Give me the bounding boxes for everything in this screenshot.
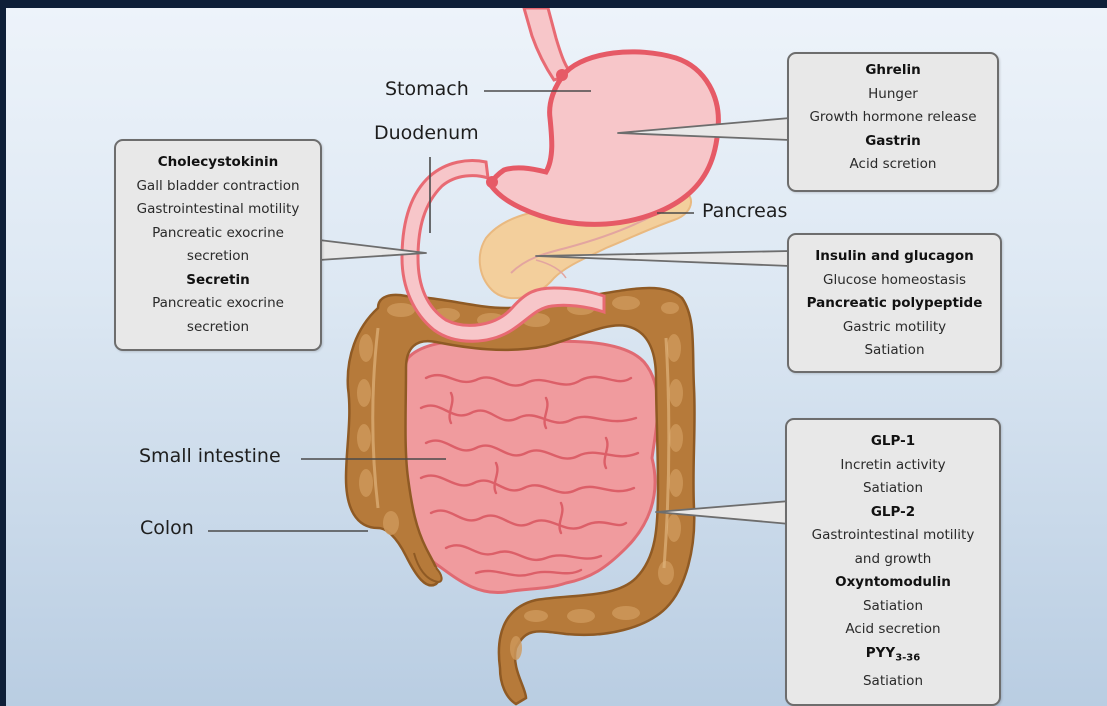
- small-intestine-shape: [399, 341, 658, 593]
- colon-label: Colon: [140, 517, 194, 539]
- colon-hormones-box: GLP-1 Incretin activity Satiation GLP-2 …: [785, 418, 1001, 706]
- effect-gi-motility: Gastrointestinal motility: [116, 198, 320, 222]
- pyy-base: PYY: [866, 645, 895, 661]
- effect-hunger: Hunger: [789, 83, 997, 107]
- pyy-subscript: 3-36: [895, 652, 920, 663]
- effect-gall-bladder-contraction: Gall bladder contraction: [116, 175, 320, 199]
- hormone-glp2: GLP-2: [787, 501, 999, 525]
- hormone-oxyntomodulin: Oxyntomodulin: [787, 571, 999, 595]
- effect-gastric-motility: Gastric motility: [789, 316, 1000, 340]
- hormone-secretin: Secretin: [116, 269, 320, 293]
- stomach-shape: [490, 52, 718, 225]
- hormone-ghrelin: Ghrelin: [789, 59, 997, 83]
- effect-satiation-glp1: Satiation: [787, 477, 999, 501]
- hormone-glp1: GLP-1: [787, 430, 999, 454]
- duodenum-label: Duodenum: [374, 122, 479, 144]
- esophagus: [524, 8, 572, 80]
- hormone-pyy: PYY3-36: [787, 642, 999, 670]
- stomach-hormones-box: Ghrelin Hunger Growth hormone release Ga…: [787, 52, 999, 192]
- effect-satiation-oxm: Satiation: [787, 595, 999, 619]
- duodenum-hormones-box: Cholecystokinin Gall bladder contraction…: [114, 139, 322, 351]
- effect-secretion-2: secretion: [116, 316, 320, 340]
- effect-pancreatic-exocrine: Pancreatic exocrine: [116, 222, 320, 246]
- effect-glucose-homeostasis: Glucose homeostasis: [789, 269, 1000, 293]
- effect-incretin-activity: Incretin activity: [787, 454, 999, 478]
- effect-gi-motility-glp2: Gastrointestinal motility: [787, 524, 999, 548]
- diagram-canvas: Stomach Duodenum Pancreas Small intestin…: [6, 8, 1107, 706]
- effect-secretion: secretion: [116, 245, 320, 269]
- hormone-gastrin: Gastrin: [789, 130, 997, 154]
- effect-pancreatic-exocrine-2: Pancreatic exocrine: [116, 292, 320, 316]
- effect-satiation: Satiation: [789, 339, 1000, 363]
- pancreas-label: Pancreas: [702, 200, 787, 222]
- effect-acid-secretion: Acid scretion: [789, 153, 997, 177]
- hormone-insulin-glucagon: Insulin and glucagon: [789, 245, 1000, 269]
- effect-acid-secretion-oxm: Acid secretion: [787, 618, 999, 642]
- hormone-pancreatic-polypeptide: Pancreatic polypeptide: [789, 292, 1000, 316]
- effect-satiation-pyy: Satiation: [787, 670, 999, 694]
- hormone-cholecystokinin: Cholecystokinin: [116, 151, 320, 175]
- effect-growth-hormone-release: Growth hormone release: [789, 106, 997, 130]
- effect-and-growth: and growth: [787, 548, 999, 572]
- small-intestine-label: Small intestine: [139, 445, 281, 467]
- pancreas-hormones-box: Insulin and glucagon Glucose homeostasis…: [787, 233, 1002, 373]
- stomach-label: Stomach: [385, 78, 469, 100]
